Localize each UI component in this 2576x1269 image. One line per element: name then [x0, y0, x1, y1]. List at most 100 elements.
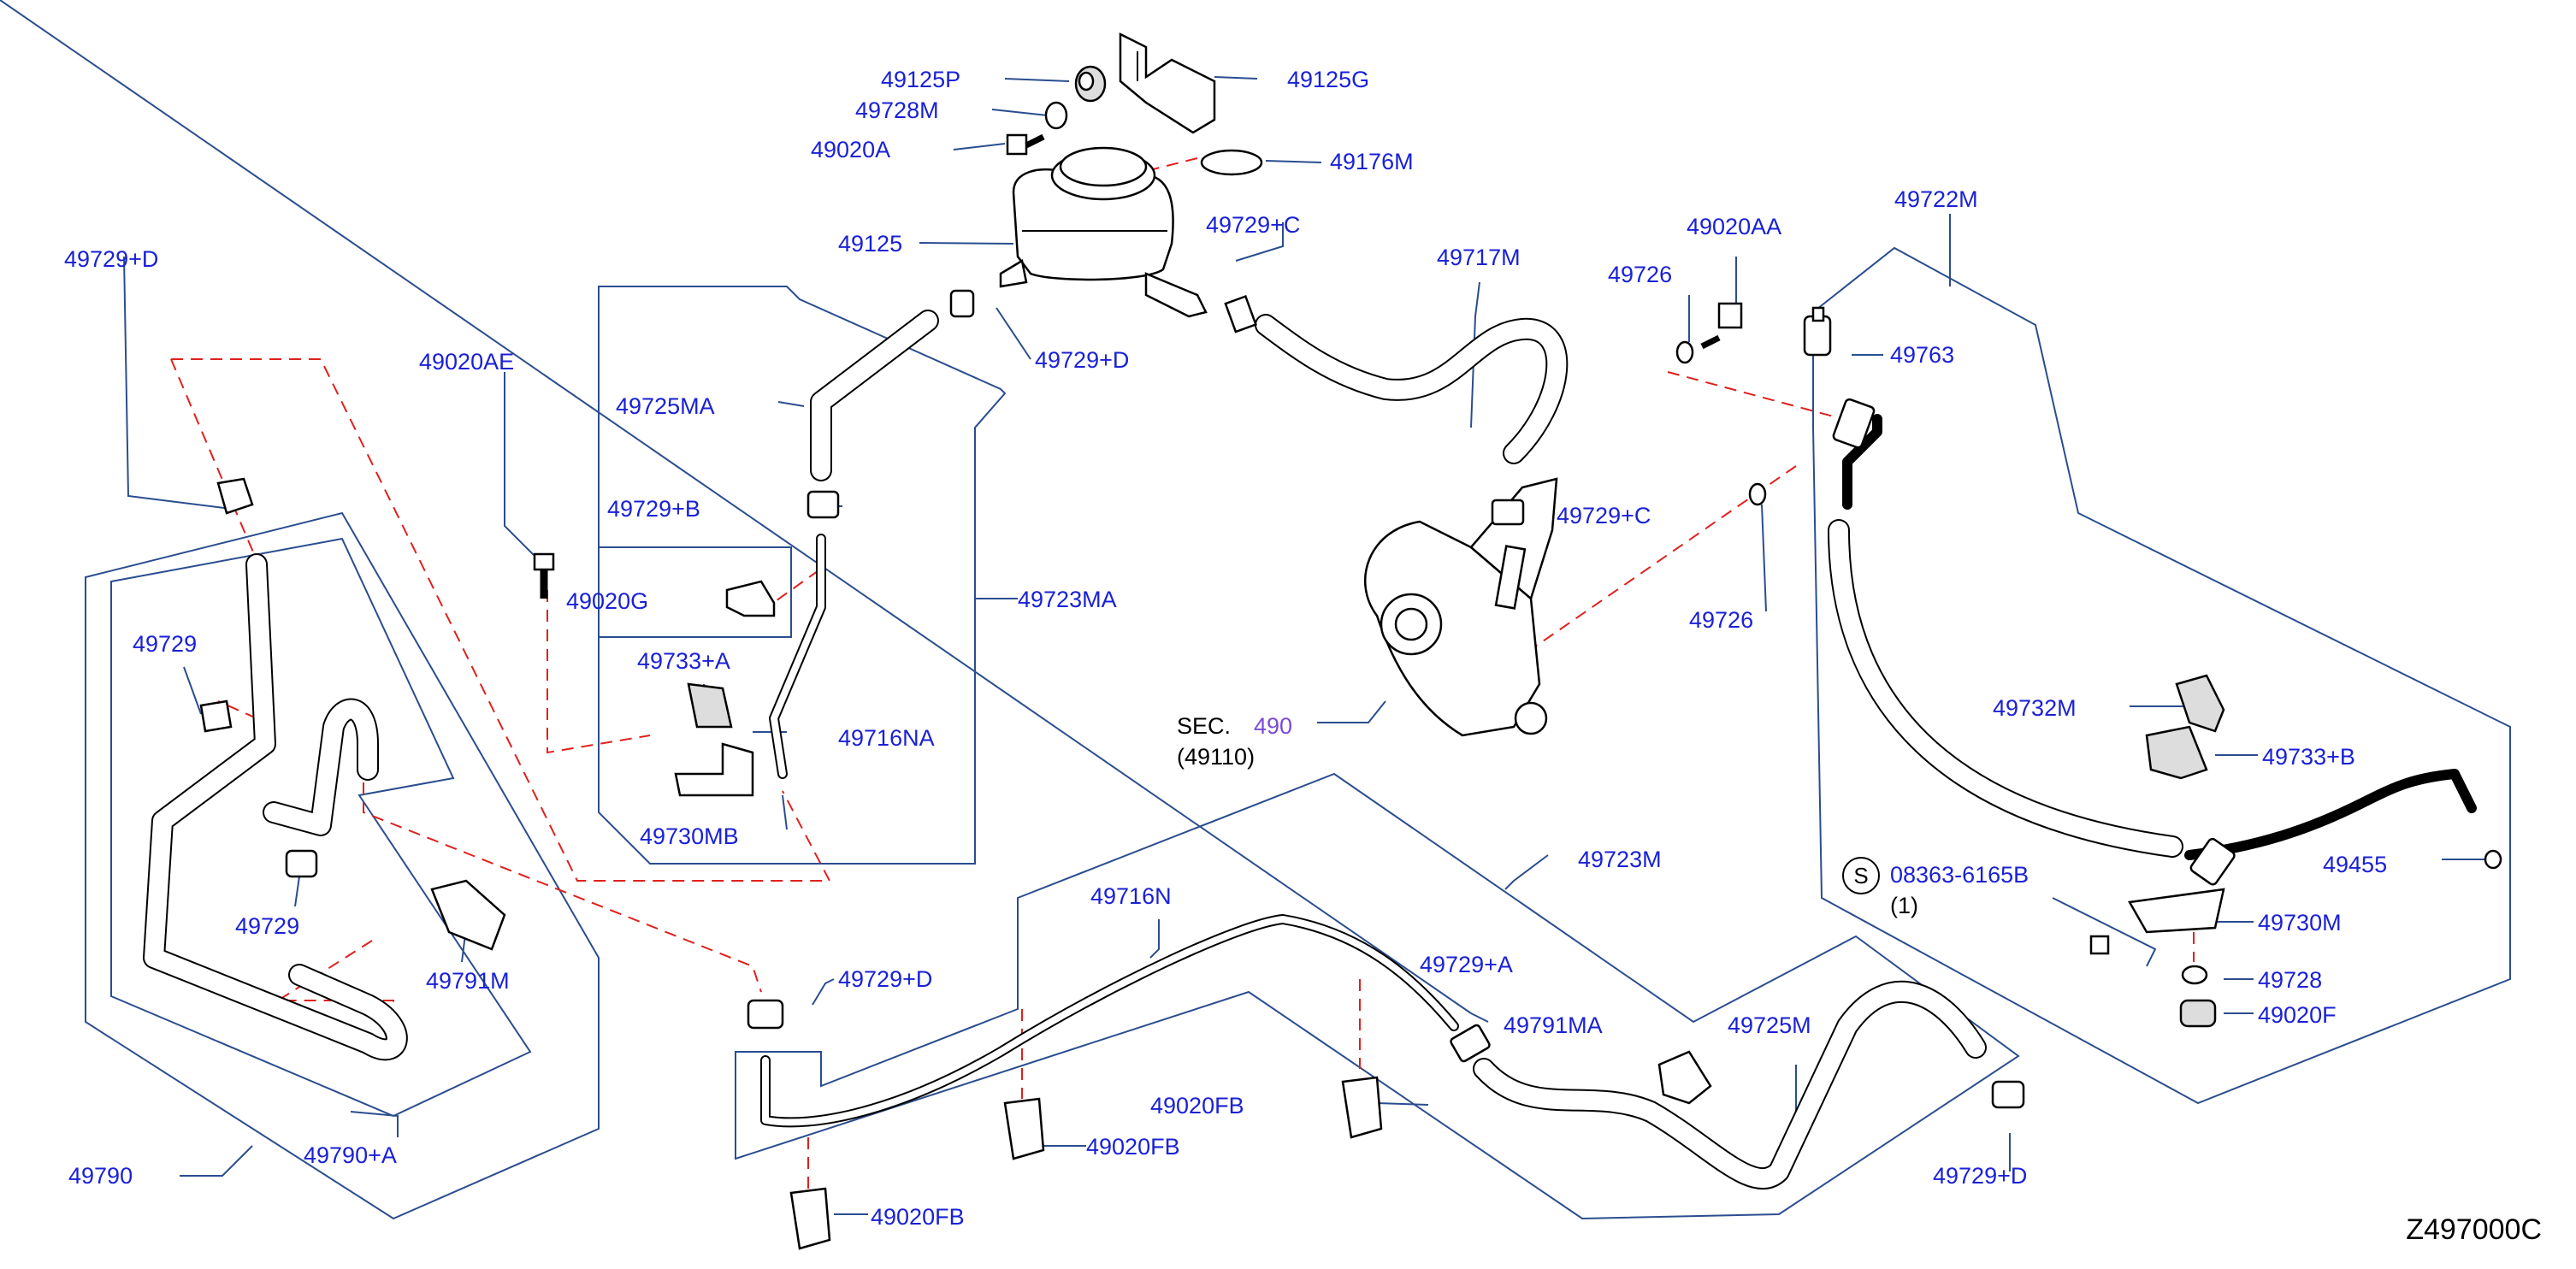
label-49728[interactable]: 49728 [2258, 967, 2323, 993]
label-49728M[interactable]: 49728M [855, 97, 939, 123]
label-49729C-top[interactable]: 49729+C [1206, 212, 1301, 238]
label-49020FB-1[interactable]: 49020FB [1150, 1093, 1244, 1118]
label-49020A[interactable]: 49020A [811, 137, 891, 162]
bolt-08363 [2089, 935, 2110, 955]
label-49020FB-3[interactable]: 49020FB [871, 1204, 965, 1230]
cap-seal-49176M [1200, 149, 1263, 176]
group-49723MA [598, 286, 1007, 865]
label-49716NA[interactable]: 49716NA [838, 725, 935, 751]
label-49729C-pump[interactable]: 49729+C [1557, 503, 1651, 528]
union-fitting [1832, 398, 1876, 449]
pipe-49722M [1842, 414, 2477, 860]
label-49125[interactable]: 49125 [838, 231, 903, 257]
group-49790 [85, 511, 600, 1220]
clip-49020FB-1 [1003, 1097, 1045, 1160]
bracket-49730M [2127, 888, 2225, 934]
label-49722M[interactable]: 49722M [1894, 186, 1978, 212]
bracket-49730MB [674, 742, 754, 797]
pipe-49716N [760, 914, 1459, 1128]
label-49729-a[interactable]: 49729 [133, 631, 198, 657]
fitting-49763 [1803, 306, 1832, 357]
hose-49725M [1473, 981, 1987, 1190]
label-49729D-left[interactable]: 49729+D [64, 246, 159, 272]
clip-49791M [430, 879, 506, 951]
label-49716N[interactable]: 49716N [1090, 883, 1172, 909]
clamp-49729-b [285, 849, 318, 878]
clamp-49729-a [199, 699, 233, 733]
clip-49020G [725, 580, 776, 617]
label-49729-b[interactable]: 49729 [235, 913, 300, 939]
clamp-49729C-top [1224, 294, 1257, 333]
reservoir-tank [999, 146, 1208, 318]
clamp-49729D-low [747, 999, 784, 1030]
label-49730M[interactable]: 49730M [2258, 910, 2342, 936]
clamp-49733B [2145, 725, 2208, 780]
bolt-49020A [1006, 133, 1045, 156]
clip-49791MA [1657, 1050, 1712, 1105]
label-49020AA[interactable]: 49020AA [1687, 214, 1782, 239]
label-08363-qty: (1) [1890, 893, 1918, 918]
clamp-49729B [806, 490, 840, 519]
label-49723MA[interactable]: 49723MA [1018, 587, 1117, 612]
clamp-49732M [2175, 674, 2225, 733]
sec-subref: (49110) [1177, 744, 1256, 770]
label-49790[interactable]: 49790 [68, 1163, 133, 1189]
washer-49726-mid [1748, 482, 1767, 506]
sec-number-link[interactable]: 490 [1254, 713, 1293, 739]
label-49729A[interactable]: 49729+A [1420, 952, 1513, 977]
hose-49725MA [810, 310, 939, 481]
clamp-49729D-left [216, 477, 254, 515]
label-49020G[interactable]: 49020G [566, 588, 649, 614]
label-49729B[interactable]: 49729+B [607, 496, 700, 522]
s-standard-part-symbol: S [1842, 857, 1880, 894]
pipe-49716NA [769, 534, 826, 779]
label-49726-top[interactable]: 49726 [1608, 262, 1673, 287]
label-49020AE[interactable]: 49020AE [419, 349, 515, 375]
oring-49455 [2484, 849, 2502, 870]
label-49791MA[interactable]: 49791MA [1504, 1012, 1603, 1038]
clamp-49729D-mid [949, 289, 975, 318]
label-49125G[interactable]: 49125G [1287, 67, 1370, 92]
label-49730MB[interactable]: 49730MB [640, 823, 739, 849]
clamp-49729D-br [1991, 1080, 2025, 1109]
washer-49728M [1044, 101, 1068, 130]
label-49733B[interactable]: 49733+B [2262, 744, 2355, 770]
hose-49717M [1255, 314, 1569, 464]
label-49732M[interactable]: 49732M [1993, 695, 2077, 721]
clamp-49733A [687, 682, 733, 729]
clamp-49729C-pump [1491, 499, 1525, 526]
label-49791M[interactable]: 49791M [426, 968, 510, 994]
label-49790A[interactable]: 49790+A [304, 1142, 397, 1168]
clip-49020FB-3 [789, 1187, 831, 1250]
label-49723M[interactable]: 49723M [1578, 847, 1662, 872]
diagram-code: Z497000C [2406, 1213, 2542, 1246]
group-49723M [735, 772, 2020, 1220]
label-49729D-mid[interactable]: 49729+D [1035, 347, 1130, 373]
label-49733A[interactable]: 49733+A [637, 648, 730, 674]
label-49717M[interactable]: 49717M [1437, 245, 1521, 270]
label-49020FB-2[interactable]: 49020FB [1086, 1134, 1180, 1160]
label-49729D-low[interactable]: 49729+D [838, 966, 933, 992]
label-49763[interactable]: 49763 [1890, 342, 1955, 368]
label-49726-mid[interactable]: 49726 [1689, 607, 1754, 633]
label-49725M[interactable]: 49725M [1728, 1012, 1811, 1038]
clamp-49729A [1450, 1024, 1491, 1063]
washer-49726-top [1675, 340, 1694, 364]
clip-49020FB-2 [1341, 1076, 1383, 1139]
label-49125P[interactable]: 49125P [881, 67, 961, 92]
label-08363-6165B[interactable]: 08363-6165B [1890, 862, 2029, 888]
label-49176M[interactable]: 49176M [1330, 149, 1414, 174]
leader-lines [0, 0, 2489, 1215]
bolt-49020AE [533, 552, 555, 599]
label-49725MA[interactable]: 49725MA [616, 393, 715, 419]
group-49722M [1812, 246, 2511, 1105]
grommet-49125P [1074, 65, 1107, 103]
washer-49728 [2181, 965, 2208, 985]
hose-49732M [1828, 519, 2183, 858]
label-49455[interactable]: 49455 [2323, 852, 2388, 877]
label-49729D-br[interactable]: 49729+D [1933, 1163, 2028, 1189]
label-49020F[interactable]: 49020F [2258, 1002, 2337, 1028]
end-fitting [2189, 837, 2236, 886]
grommet-49020F [2179, 999, 2217, 1028]
